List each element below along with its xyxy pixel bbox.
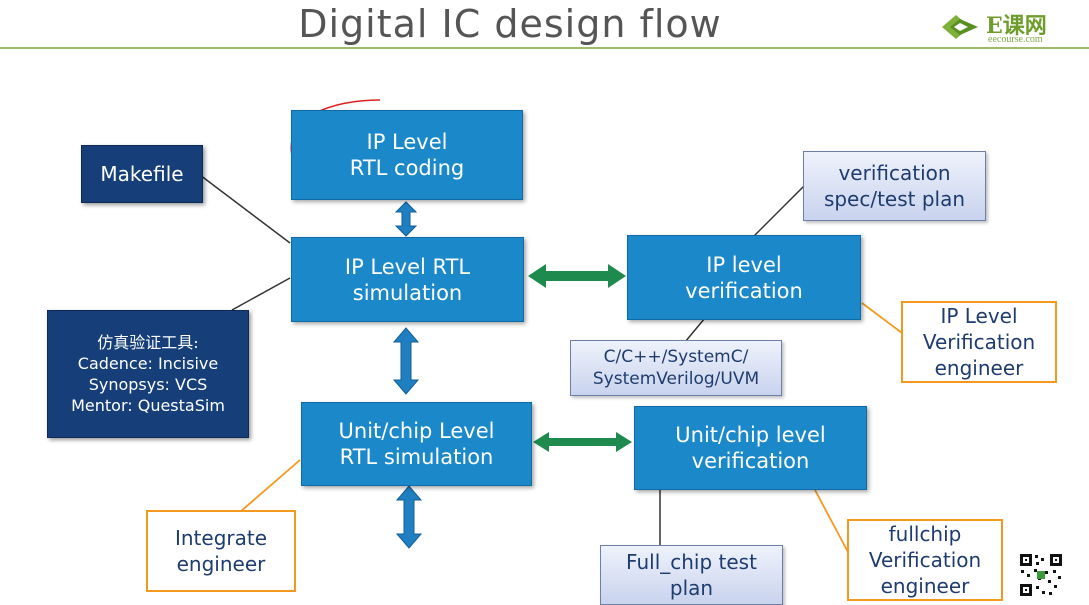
ip-verif-engineer-connector xyxy=(861,302,903,334)
verif-spec-connector xyxy=(751,177,813,239)
integrate-engineer-box: Integrate engineer xyxy=(146,510,296,592)
verification-languages-box: C/C++/SystemC/ SystemVerilog/UVM xyxy=(570,340,782,396)
brand-logo: E课网 eecourse.com xyxy=(938,6,1083,48)
fullchip-verification-engineer-box: fullchip Verification engineer xyxy=(847,519,1003,601)
arrow-coding-to-sim xyxy=(394,201,418,237)
qr-code-icon xyxy=(1018,552,1064,598)
ip-rtl-simulation-box: IP Level RTL simulation xyxy=(291,237,524,322)
ip-verification-box: IP level verification xyxy=(627,235,861,320)
makefile-box: Makefile xyxy=(81,145,203,203)
logo-brand-text: E课网 xyxy=(986,13,1047,39)
fullchip-test-plan-box: Full_chip test plan xyxy=(600,545,783,605)
fullchip-engineer-connector xyxy=(814,489,849,553)
makefile-connector xyxy=(199,174,291,244)
arrow-unitsim-down xyxy=(395,485,423,549)
simulation-tools-box: 仿真验证工具: Cadence: Incisive Synopsys: VCS … xyxy=(47,310,249,438)
logo-diamond-icon xyxy=(942,15,978,39)
integrate-engineer-connector xyxy=(239,459,301,513)
arrow-ipsim-to-ipverif xyxy=(528,264,626,288)
sim-tools-connector xyxy=(231,277,291,311)
languages-connector xyxy=(684,317,706,343)
page-title: Digital IC design flow xyxy=(298,2,722,46)
ip-rtl-coding-box: IP Level RTL coding xyxy=(291,110,523,200)
arrow-unitsim-to-unitverif xyxy=(533,432,632,452)
unit-rtl-simulation-box: Unit/chip Level RTL simulation xyxy=(301,402,532,486)
ip-verification-engineer-box: IP Level Verification engineer xyxy=(901,301,1057,383)
logo-sub-text: eecourse.com xyxy=(988,34,1043,45)
unit-verification-box: Unit/chip level verification xyxy=(634,406,867,490)
arrow-ipsim-to-unitsim xyxy=(392,327,420,395)
verification-spec-box: verification spec/test plan xyxy=(803,151,986,221)
title-divider xyxy=(0,47,1089,49)
